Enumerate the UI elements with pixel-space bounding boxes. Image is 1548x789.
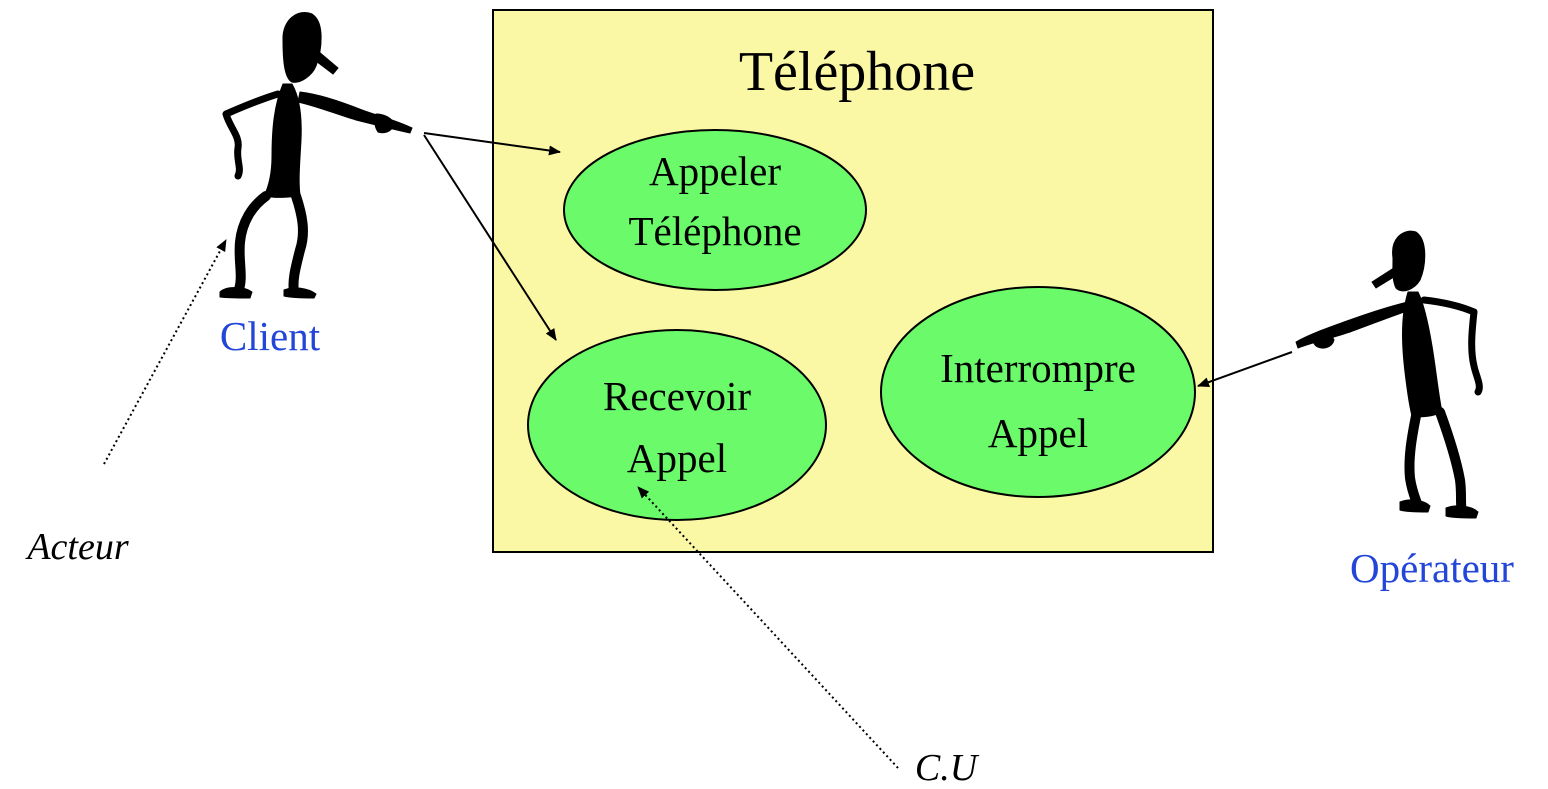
use-case-label-line1: Recevoir: [603, 373, 751, 419]
cu-label: C.U: [915, 747, 980, 789]
client-label: Client: [220, 313, 321, 359]
use-case-label-line2: Appel: [988, 410, 1088, 456]
use-case-label-line1: Interrompre: [940, 345, 1136, 391]
client-actor-figure: [219, 12, 413, 299]
use-case-label-line2: Téléphone: [628, 208, 801, 254]
use-case-interrompre-appel: Interrompre Appel: [880, 286, 1196, 498]
operateur-label: Opérateur: [1350, 545, 1514, 591]
use-case-appeler-telephone: Appeler Téléphone: [563, 129, 867, 291]
cu-pointer: [637, 486, 899, 769]
system-title: Téléphone: [739, 41, 975, 103]
acteur-pointer: [103, 239, 227, 465]
use-case-shape: [563, 129, 867, 291]
association-client-recevoir: [423, 134, 557, 341]
use-case-recevoir-appel: Recevoir Appel: [527, 329, 827, 521]
association-operateur-interrompre: [1197, 351, 1293, 387]
operateur-actor-figure: [1295, 230, 1483, 519]
association-client-appeler: [423, 132, 561, 156]
use-case-label-line2: Appel: [627, 435, 727, 481]
use-case-shape: [880, 286, 1196, 498]
acteur-label: Acteur: [24, 526, 129, 568]
use-case-label-line1: Appeler: [649, 148, 781, 194]
use-case-shape: [527, 329, 827, 521]
